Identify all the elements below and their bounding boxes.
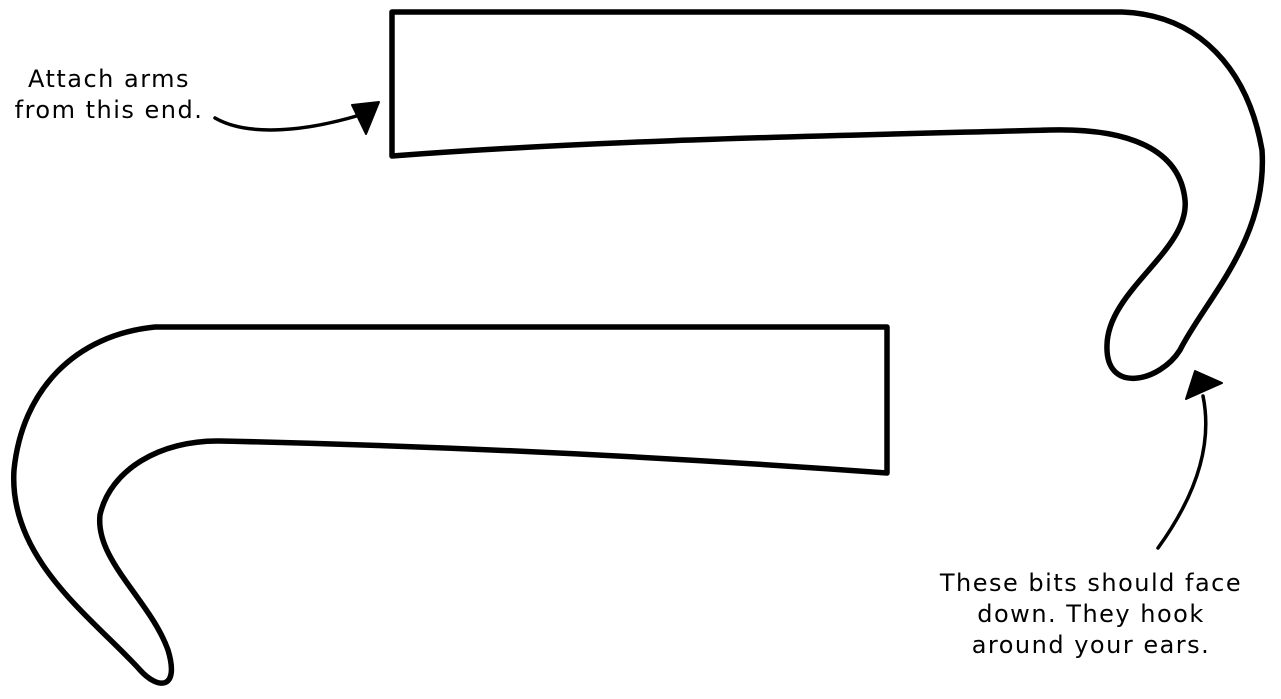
attach-pointer [215,102,379,134]
ears-pointer [1158,371,1222,548]
ears-note-line: around your ears. [928,630,1254,661]
attach-pointer-line [215,115,360,130]
attach-note-line: from this end. [6,95,212,126]
ears-note: These bits should face down. They hook a… [928,568,1254,661]
attach-arrowhead [352,102,379,134]
ears-note-line: These bits should face [928,568,1254,599]
attach-note-line: Attach arms [6,64,212,95]
ears-pointer-line [1158,396,1206,548]
upper-arm-outline [392,12,1262,378]
lower-arm-outline [14,327,887,683]
ears-note-line: down. They hook [928,599,1254,630]
attach-note: Attach arms from this end. [6,64,212,126]
